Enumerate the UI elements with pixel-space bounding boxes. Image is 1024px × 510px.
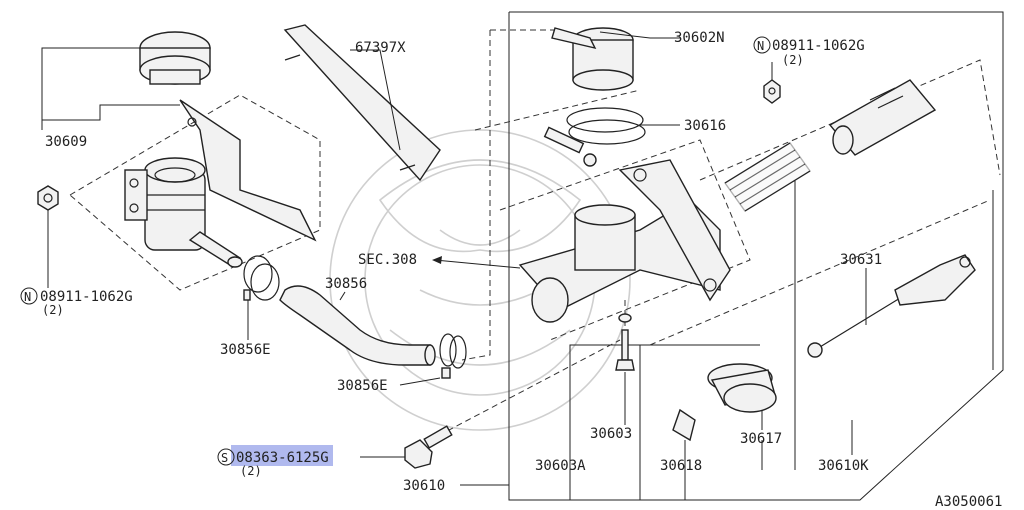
- hex-nut-left[interactable]: [37, 185, 59, 211]
- reservoir-tank[interactable]: [144, 157, 243, 268]
- label-30618[interactable]: 30618: [660, 458, 702, 474]
- label-08363[interactable]: 08363-6125G: [236, 450, 329, 466]
- figure-code: A3050061: [935, 494, 1002, 510]
- watermark-emblem: [329, 129, 631, 431]
- piston[interactable]: [828, 79, 937, 156]
- flange-bolt[interactable]: [404, 425, 453, 469]
- label-30610k[interactable]: 30610K: [818, 458, 869, 474]
- master-cylinder-cap[interactable]: [551, 27, 634, 91]
- label-08911-top[interactable]: 08911-1062G: [772, 38, 865, 54]
- label-67397x[interactable]: 67397X: [355, 40, 406, 56]
- leader-lines: [41, 31, 867, 501]
- highlight-box: [231, 445, 333, 466]
- circled-s-icon: S: [217, 448, 235, 466]
- dashed-outlines: [69, 29, 1001, 441]
- circled-n-letter-top: N: [757, 39, 764, 53]
- label-30631[interactable]: 30631: [840, 252, 882, 268]
- bleeder-screw[interactable]: [615, 313, 635, 371]
- seal-ring-30616[interactable]: [566, 107, 646, 145]
- circled-n-letter-left: N: [24, 290, 31, 304]
- hose-clamp-lower[interactable]: [439, 333, 467, 379]
- dust-boot[interactable]: [707, 363, 777, 413]
- label-30610[interactable]: 30610: [403, 478, 445, 494]
- hose-clamp[interactable]: [243, 255, 280, 301]
- reservoir-cap[interactable]: [139, 31, 211, 85]
- label-30609[interactable]: 30609: [45, 134, 87, 150]
- label-08911-top-qty: (2): [782, 53, 804, 67]
- label-08363-qty: (2): [240, 464, 262, 478]
- circled-n-icon-top: N: [753, 36, 771, 54]
- circled-n-icon-left: N: [20, 287, 38, 305]
- label-30602n[interactable]: 30602N: [674, 30, 725, 46]
- reservoir-bracket[interactable]: [124, 99, 317, 242]
- bracket-plate-67397x[interactable]: [283, 24, 441, 182]
- label-sec308[interactable]: SEC.308: [358, 252, 417, 268]
- label-08911-left-qty: (2): [42, 303, 64, 317]
- push-rod[interactable]: [807, 254, 976, 358]
- hex-nut-top[interactable]: [763, 79, 781, 104]
- label-08911-left[interactable]: 08911-1062G: [40, 289, 133, 305]
- label-30856[interactable]: 30856: [325, 276, 367, 292]
- pin-bolt[interactable]: [543, 126, 597, 167]
- sec308-arrow: [432, 256, 521, 269]
- label-30856e-a[interactable]: 30856E: [220, 342, 271, 358]
- master-cylinder-body[interactable]: [518, 159, 731, 323]
- return-spring[interactable]: [723, 142, 812, 212]
- circled-s-letter: S: [221, 451, 228, 465]
- clip[interactable]: [672, 408, 696, 442]
- reservoir-hose[interactable]: [279, 285, 436, 366]
- label-30616[interactable]: 30616: [684, 118, 726, 134]
- label-30603[interactable]: 30603: [590, 426, 632, 442]
- label-30617[interactable]: 30617: [740, 431, 782, 447]
- assembly-frame: [508, 11, 1004, 501]
- label-30603a[interactable]: 30603A: [535, 458, 586, 474]
- label-30856e-b[interactable]: 30856E: [337, 378, 388, 394]
